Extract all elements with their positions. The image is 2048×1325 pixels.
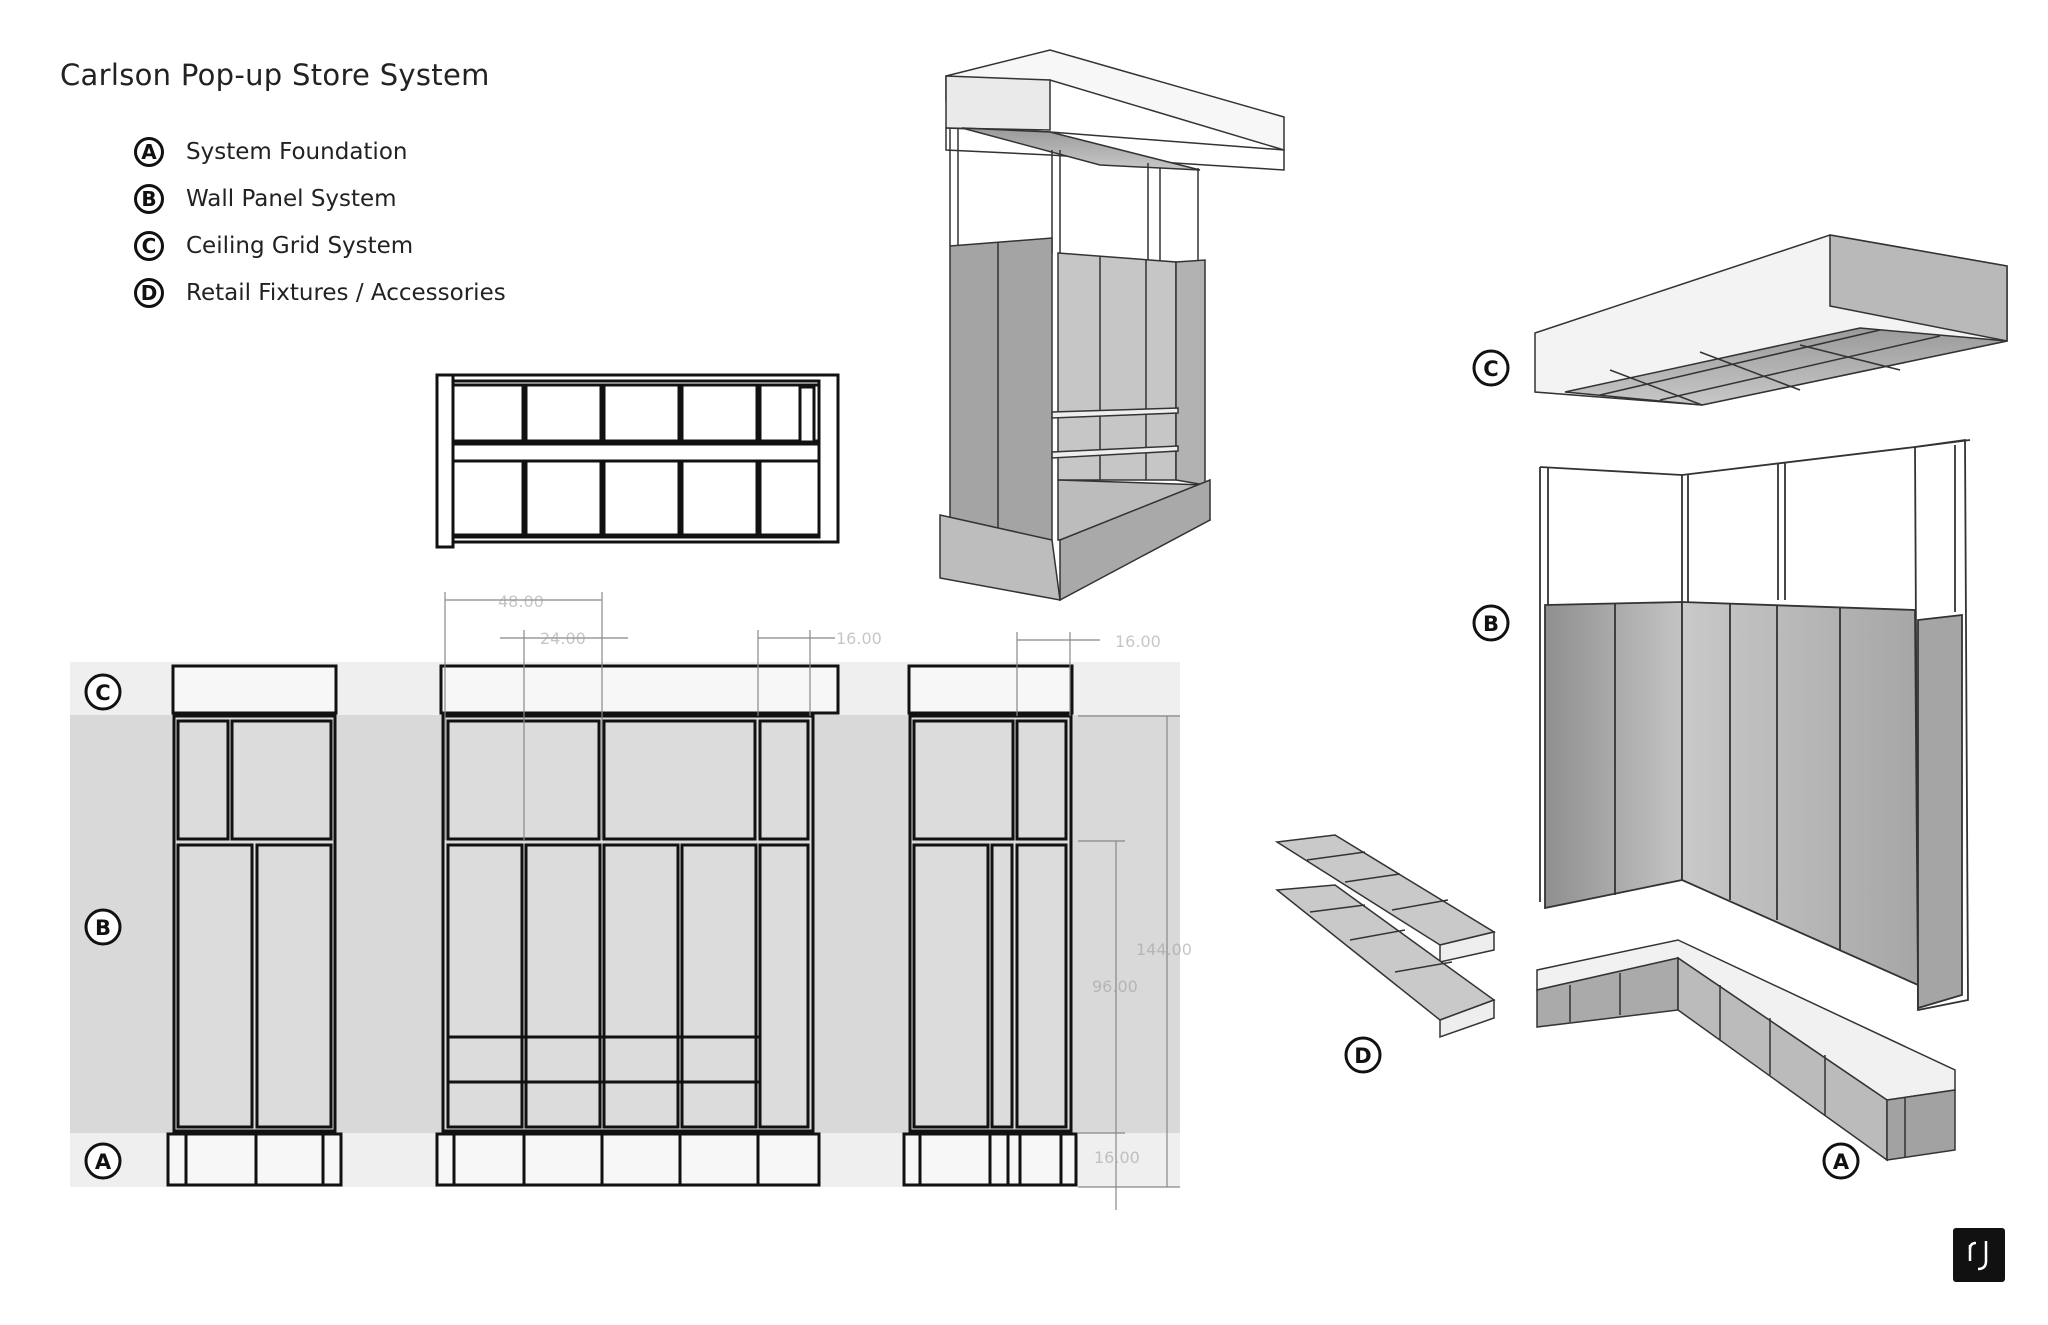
legend-badge-c: C — [134, 230, 164, 261]
exploded-label-c: C — [1472, 349, 1510, 387]
exploded-label-a-text: A — [1833, 1150, 1850, 1174]
dimension-lines — [444, 592, 1180, 1210]
legend-item-d: D Retail Fixtures / Accessories — [134, 269, 506, 316]
legend-label-c: Ceiling Grid System — [186, 232, 414, 259]
rj-monogram-icon — [1953, 1228, 2005, 1282]
legend-badge-d: D — [134, 277, 164, 308]
exploded-label-b-text: B — [1483, 612, 1499, 636]
ceiling-plan-view — [435, 373, 840, 549]
legend-item-a: A System Foundation — [134, 128, 506, 175]
band-label-c-text: C — [95, 681, 110, 705]
page-title: Carlson Pop-up Store System — [60, 58, 490, 92]
dimension-labels: 48.00 24.00 16.00 16.00 144.00 96.00 16.… — [498, 592, 1192, 1167]
exploded-label-d: D — [1344, 1036, 1382, 1074]
legend-badge-a: A — [134, 136, 164, 167]
assembled-booth-3d — [939, 49, 1285, 602]
exploded-label-a: A — [1822, 1142, 1860, 1180]
dim-label-d6: 96.00 — [1092, 977, 1138, 996]
center-elevation — [435, 664, 840, 1187]
band-label-c: C — [84, 673, 122, 711]
band-label-a: A — [84, 1142, 122, 1180]
legend: A System Foundation B Wall Panel System … — [134, 128, 506, 316]
legend-label-b: Wall Panel System — [186, 185, 397, 212]
dim-label-d7: 16.00 — [1094, 1148, 1140, 1167]
exploded-label-d-text: D — [1354, 1044, 1371, 1068]
exploded-ceiling — [1534, 234, 2008, 406]
exploded-shelves — [1274, 834, 1496, 1039]
exploded-label-b: B — [1472, 604, 1510, 642]
band-label-a-text: A — [95, 1150, 112, 1174]
band-label-b-text: B — [95, 916, 111, 940]
legend-label-d: Retail Fixtures / Accessories — [186, 279, 506, 306]
legend-label-a: System Foundation — [186, 138, 408, 165]
dim-label-d3: 16.00 — [836, 629, 882, 648]
dim-label-d2: 24.00 — [540, 629, 586, 648]
dim-label-d5: 144.00 — [1136, 940, 1192, 959]
dim-label-d1: 48.00 — [498, 592, 544, 611]
left-elevation — [166, 664, 343, 1187]
exploded-foundation — [1536, 939, 1956, 1162]
right-elevation — [902, 664, 1078, 1187]
dim-label-d4: 16.00 — [1115, 632, 1161, 651]
legend-item-c: C Ceiling Grid System — [134, 222, 506, 269]
exploded-label-c-text: C — [1483, 357, 1498, 381]
exploded-wall-panels — [1539, 438, 1971, 1012]
legend-badge-b: B — [134, 183, 164, 214]
band-label-b: B — [84, 908, 122, 946]
legend-item-b: B Wall Panel System — [134, 175, 506, 222]
